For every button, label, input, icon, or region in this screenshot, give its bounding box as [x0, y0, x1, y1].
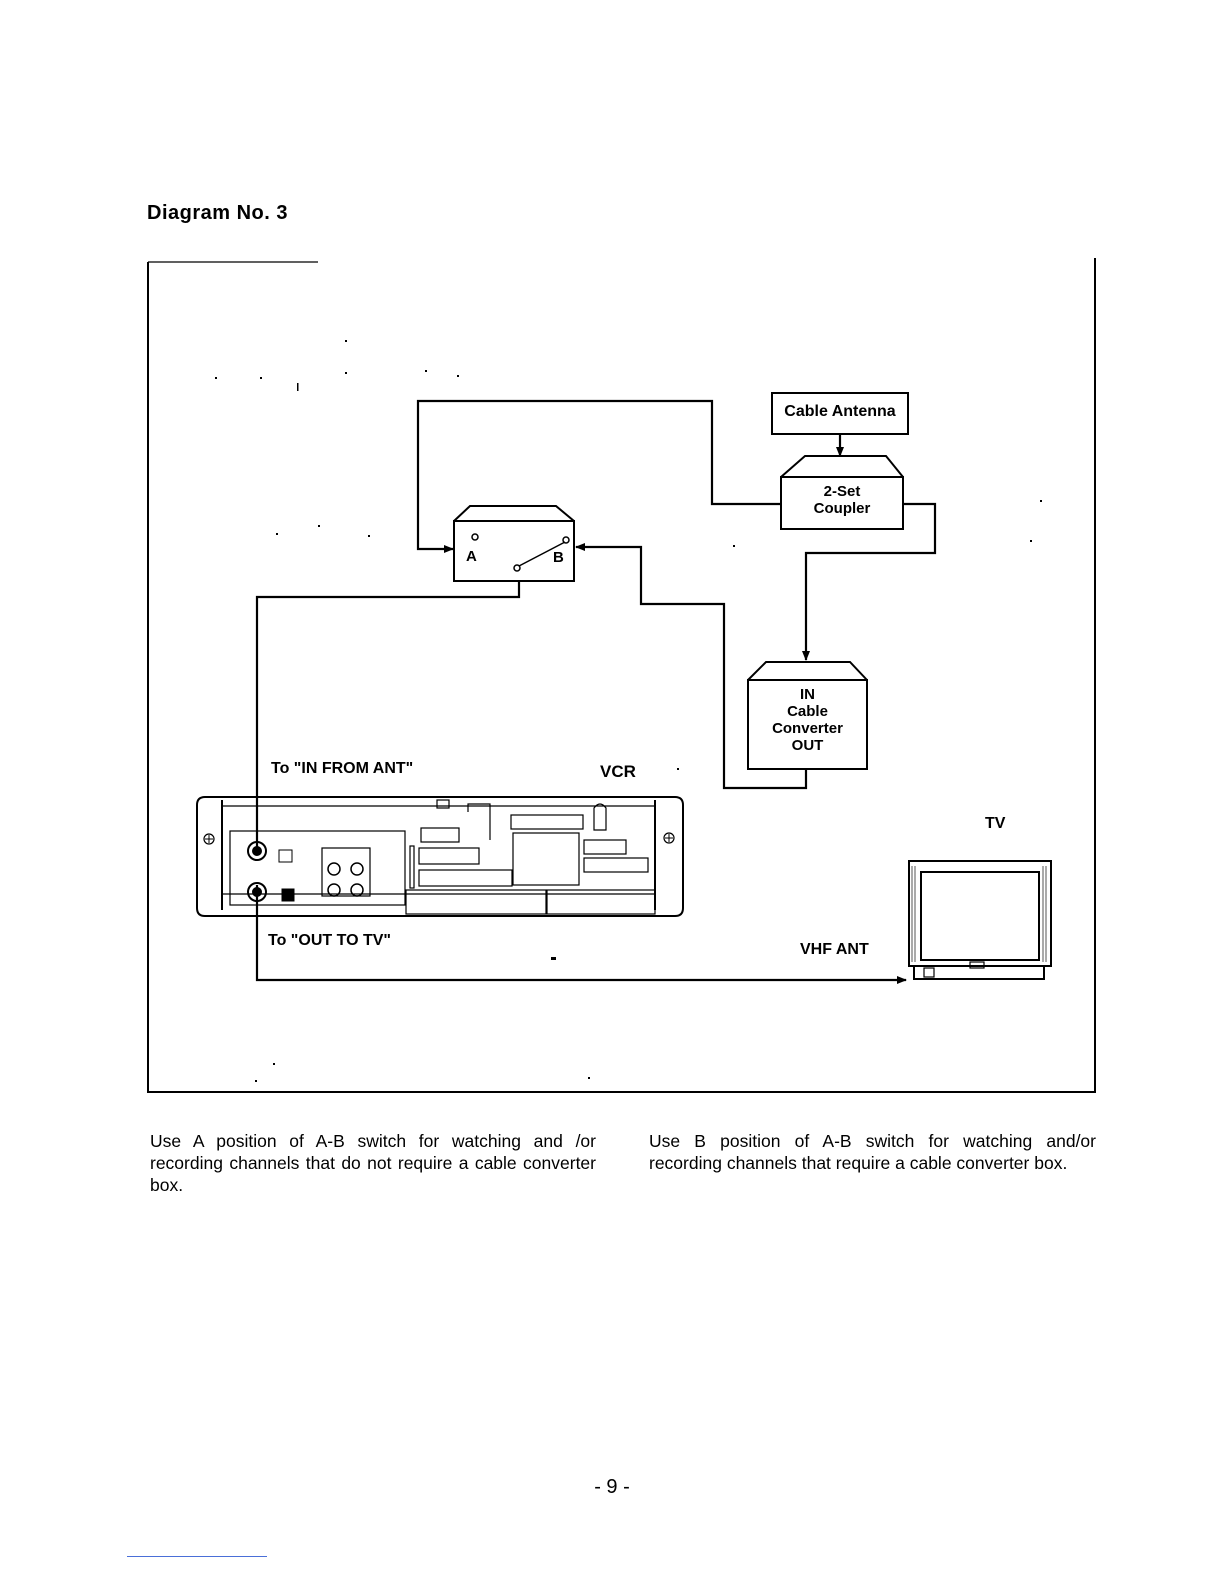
diagram-frame — [147, 258, 1096, 1093]
tv-icon — [908, 860, 1052, 980]
converter-label: IN Cable Converter OUT — [748, 686, 867, 754]
ab-switch-icon — [453, 505, 575, 582]
out-to-tv-label: To "OUT TO TV" — [268, 932, 392, 949]
page-number: - 9 - — [594, 1476, 630, 1498]
switch-b-label: B — [553, 549, 564, 566]
converter-label-line2: Converter — [772, 720, 843, 737]
cable-antenna-label: Cable Antenna — [784, 403, 896, 420]
coupler-label-line2: Coupler — [813, 500, 871, 517]
converter-label-line1: Cable — [787, 703, 828, 720]
caption-left: Use A position of A-B switch for watchin… — [150, 1131, 596, 1195]
vhf-ant-label: VHF ANT — [800, 941, 869, 958]
coupler-label-line1: 2-Set — [823, 483, 861, 500]
caption-right: Use B position of A-B switch for watchin… — [649, 1131, 1096, 1173]
converter-out-label: OUT — [791, 737, 824, 754]
scan-specks — [215, 340, 1042, 1082]
switch-a-label: A — [466, 548, 477, 565]
vcr-label: VCR — [600, 762, 636, 781]
coupler-label: 2-Set Coupler — [781, 483, 903, 517]
converter-box — [747, 661, 868, 770]
tv-label: TV — [985, 815, 1006, 832]
converter-in-label: IN — [800, 686, 815, 703]
page-title: Diagram No. 3 — [147, 202, 288, 224]
in-from-ant-label: To "IN FROM ANT" — [271, 760, 414, 777]
vcr-rear-panel-icon — [196, 796, 684, 917]
footer-rule — [127, 1556, 267, 1557]
